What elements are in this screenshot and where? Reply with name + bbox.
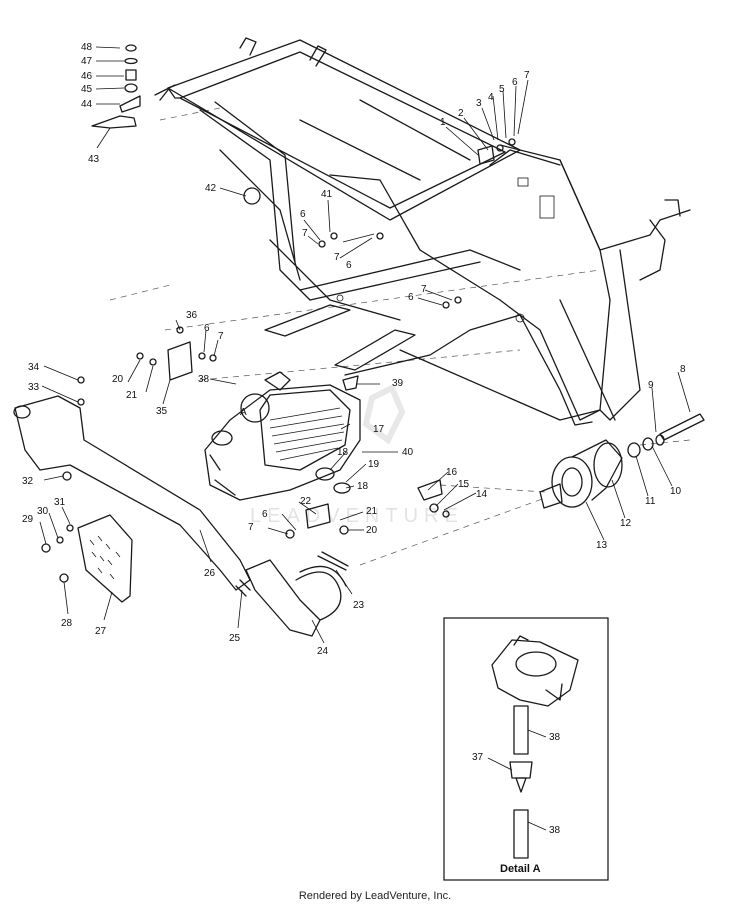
detail-title: Detail A <box>500 863 541 875</box>
callout-7e: 7 <box>248 522 254 533</box>
callout-7d: 7 <box>421 284 427 295</box>
callout-1: 1 <box>440 117 446 128</box>
callout-7f: 7 <box>218 331 224 342</box>
callout-35: 35 <box>156 406 168 417</box>
callout-10: 10 <box>670 486 682 497</box>
callout-24: 24 <box>317 646 329 657</box>
callout-9: 9 <box>648 380 654 391</box>
callout-7: 7 <box>524 70 530 81</box>
callout-6b: 6 <box>300 209 306 220</box>
engine-mark: A <box>240 407 247 418</box>
watermark-text: LEADVENTURE <box>250 505 464 527</box>
callout-42: 42 <box>205 183 217 194</box>
callout-27: 27 <box>95 626 107 637</box>
callout-33: 33 <box>28 382 40 393</box>
callout-18a: 18 <box>337 447 349 458</box>
callout-21b: 21 <box>366 506 378 517</box>
callout-4: 4 <box>488 92 494 103</box>
callout-7c: 7 <box>334 252 340 263</box>
callout-22: 22 <box>300 496 312 507</box>
callout-15: 15 <box>458 479 470 490</box>
callout-8: 8 <box>680 364 686 375</box>
callout-6f: 6 <box>204 323 210 334</box>
callout-25: 25 <box>229 633 241 644</box>
callout-32: 32 <box>22 476 34 487</box>
callout-5: 5 <box>499 84 505 95</box>
callout-6c: 6 <box>346 260 352 271</box>
callout-41: 41 <box>321 189 333 200</box>
heat-shield <box>41 514 133 603</box>
callout-19: 19 <box>368 459 380 470</box>
callout-29: 29 <box>22 514 34 525</box>
callout-45: 45 <box>81 84 93 95</box>
callout-31: 31 <box>54 497 66 508</box>
callout-13: 13 <box>596 540 608 551</box>
dashed-guides <box>109 107 691 566</box>
callout-17: 17 <box>373 424 385 435</box>
callout-30: 30 <box>37 506 49 517</box>
callout-16: 16 <box>446 467 458 478</box>
callout-6: 6 <box>512 77 518 88</box>
callout-37: 37 <box>472 752 484 763</box>
callout-48: 48 <box>81 42 93 53</box>
callout-20a: 20 <box>112 374 124 385</box>
callout-38c: 38 <box>549 825 561 836</box>
callout-7b: 7 <box>302 228 308 239</box>
callout-28: 28 <box>61 618 73 629</box>
callouts: 48 47 46 45 44 43 42 1 2 3 4 5 6 7 41 6 … <box>22 42 686 836</box>
callout-14: 14 <box>476 489 488 500</box>
callout-47: 47 <box>81 56 93 67</box>
callout-11: 11 <box>645 496 656 507</box>
callout-12: 12 <box>620 518 632 529</box>
callout-3: 3 <box>476 98 482 109</box>
callout-21a: 21 <box>126 390 138 401</box>
watermark: LEADVENTURE <box>250 383 464 527</box>
callout-44: 44 <box>81 99 93 110</box>
detail-a: Detail A <box>443 617 609 881</box>
callout-43: 43 <box>88 154 100 165</box>
callout-46: 46 <box>81 71 93 82</box>
callout-23: 23 <box>353 600 365 611</box>
callout-34: 34 <box>28 362 40 373</box>
callout-26: 26 <box>204 568 216 579</box>
footer-credit: Rendered by LeadVenture, Inc. <box>298 890 452 902</box>
callout-6e: 6 <box>262 509 268 520</box>
callout-20b: 20 <box>366 525 378 536</box>
frame <box>154 37 691 426</box>
callout-40: 40 <box>402 447 414 458</box>
bracket-assembly <box>91 44 141 129</box>
callout-18b: 18 <box>357 481 369 492</box>
callout-2: 2 <box>458 108 464 119</box>
wheel-hub <box>539 413 705 509</box>
callout-38a: 38 <box>198 374 210 385</box>
leader-lines <box>39 46 691 831</box>
callout-39: 39 <box>392 378 404 389</box>
callout-6d: 6 <box>408 292 414 303</box>
small-parts <box>62 138 516 539</box>
callout-36: 36 <box>186 310 198 321</box>
engine: A <box>204 371 361 501</box>
callout-38b: 38 <box>549 732 561 743</box>
